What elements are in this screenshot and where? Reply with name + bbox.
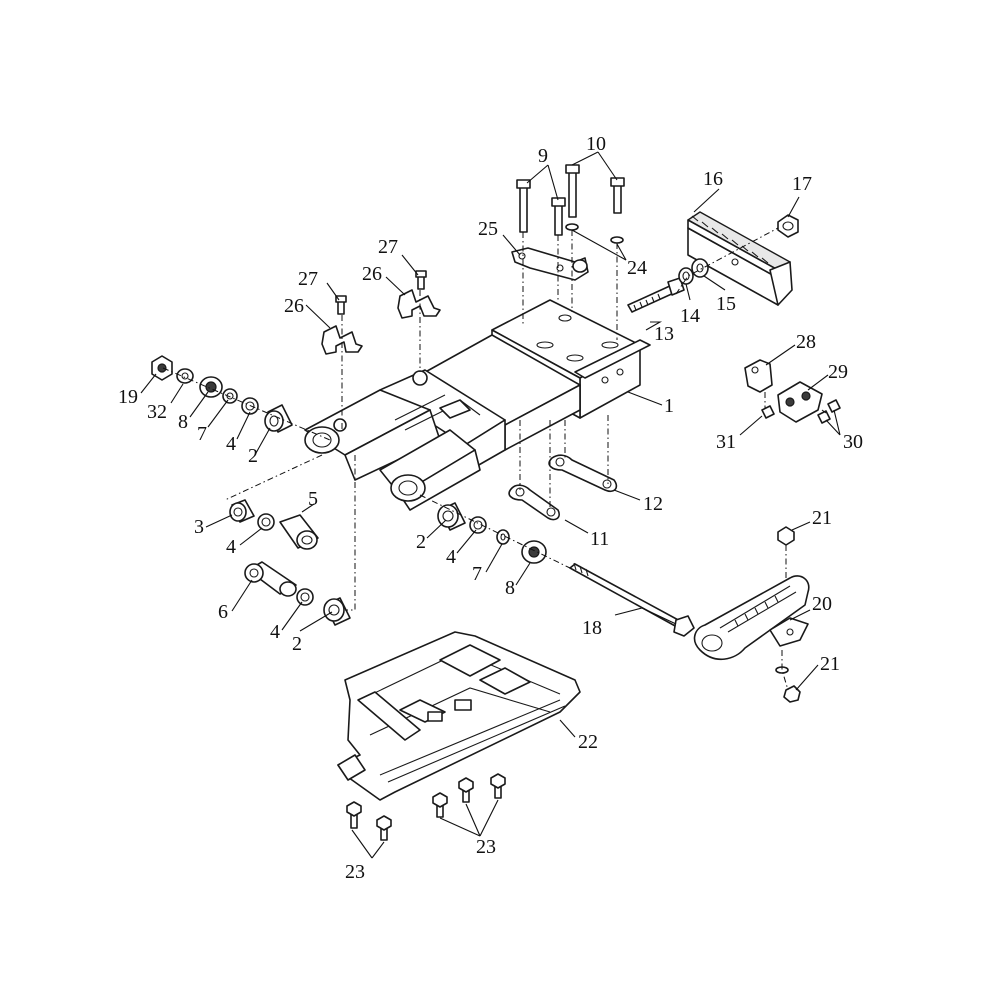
- part-24-washers: [565, 223, 624, 244]
- part-25-top-bracket: [511, 247, 589, 281]
- callout-26: 26: [284, 295, 304, 317]
- callout-18: 18: [582, 617, 602, 639]
- part-2-bushing-right: [437, 502, 466, 531]
- callout-10: 10: [586, 133, 606, 155]
- assembly-centerlines: [162, 227, 827, 691]
- callout-4: 4: [270, 621, 280, 643]
- part-5-sleeve: [279, 514, 319, 550]
- part-7-washer-right: [496, 529, 510, 545]
- part-12-link-plate: [548, 454, 618, 493]
- part-14-washer: [678, 267, 694, 285]
- callout-14: 14: [680, 305, 700, 327]
- part-13-adjuster-bolt: [627, 277, 685, 313]
- callout-21: 21: [820, 653, 840, 675]
- part-8-washer-upper: [199, 376, 223, 398]
- callout-11: 11: [590, 528, 609, 550]
- callout-21: 21: [812, 507, 832, 529]
- part-27-screw-right: [415, 270, 427, 290]
- part-9-10-bolts: [516, 164, 625, 236]
- part-15-washer: [691, 258, 709, 278]
- part-2-bushing-upper: [264, 404, 293, 433]
- callout-13: 13: [654, 323, 674, 345]
- callout-27: 27: [298, 268, 318, 290]
- part-26-clamp-right: [397, 289, 441, 319]
- part-21-screw-bottom: [775, 666, 801, 703]
- callout-8: 8: [178, 411, 188, 433]
- callout-6: 6: [218, 601, 228, 623]
- part-19-nut: [151, 355, 173, 381]
- part-30-screws: [817, 399, 841, 424]
- part-27-screw-left: [335, 295, 347, 315]
- callout-9: 9: [538, 145, 548, 167]
- part-6-sleeve: [244, 561, 297, 597]
- callout-5: 5: [308, 488, 318, 510]
- part-22-skid-plate: [337, 631, 581, 801]
- callout-22: 22: [578, 731, 598, 753]
- part-3-bushing: [229, 499, 255, 523]
- part-29-bracket: [777, 381, 823, 423]
- callout-27: 27: [378, 236, 398, 258]
- callout-labels: 1 2 2 2 3 4 4 4 4 5 6 7 7 8 8 9 10 11 12…: [118, 133, 863, 883]
- callout-26: 26: [362, 263, 382, 285]
- part-32-washer: [176, 368, 194, 384]
- callout-19: 19: [118, 386, 138, 408]
- callout-2: 2: [248, 445, 258, 467]
- part-4-seal-lower: [296, 588, 314, 606]
- callout-32: 32: [147, 401, 167, 423]
- callout-25: 25: [478, 218, 498, 240]
- callout-7: 7: [472, 563, 482, 585]
- part-17-nut: [777, 214, 799, 238]
- part-8-washer-right: [521, 540, 547, 564]
- part-4-seal-right: [469, 516, 487, 534]
- callout-4: 4: [226, 536, 236, 558]
- callout-24: 24: [627, 257, 647, 279]
- part-16-rail: [687, 211, 793, 306]
- callout-8: 8: [505, 577, 515, 599]
- part-7-washer-upper: [222, 388, 238, 404]
- callout-20: 20: [812, 593, 832, 615]
- part-4-seal-mid: [257, 513, 275, 531]
- callout-28: 28: [796, 331, 816, 353]
- part-20-chain-guide: [693, 575, 810, 660]
- callout-16: 16: [703, 168, 723, 190]
- callout-12: 12: [643, 493, 663, 515]
- part-31-screw: [761, 405, 775, 419]
- part-28-bracket: [744, 359, 773, 393]
- callout-2: 2: [416, 531, 426, 553]
- callout-2: 2: [292, 633, 302, 655]
- leader-lines: [140, 151, 841, 859]
- callout-15: 15: [716, 293, 736, 315]
- part-2-bushing-lower: [323, 597, 351, 626]
- callout-23: 23: [345, 861, 365, 883]
- callout-31: 31: [716, 431, 736, 453]
- part-26-clamp-left: [321, 325, 363, 355]
- part-18-pivot-bolt: [569, 562, 695, 637]
- callout-17: 17: [792, 173, 812, 195]
- callout-23: 23: [476, 836, 496, 858]
- part-1-swing-arm-frame: [304, 299, 651, 511]
- part-23-bolts: [346, 773, 506, 841]
- callout-1: 1: [664, 395, 674, 417]
- part-21-screw-top: [777, 526, 795, 546]
- callout-4: 4: [226, 433, 236, 455]
- callout-29: 29: [828, 361, 848, 383]
- part-11-link-plate: [508, 484, 560, 521]
- callout-3: 3: [194, 516, 204, 538]
- callout-30: 30: [843, 431, 863, 453]
- callout-7: 7: [197, 423, 207, 445]
- callout-4: 4: [446, 546, 456, 568]
